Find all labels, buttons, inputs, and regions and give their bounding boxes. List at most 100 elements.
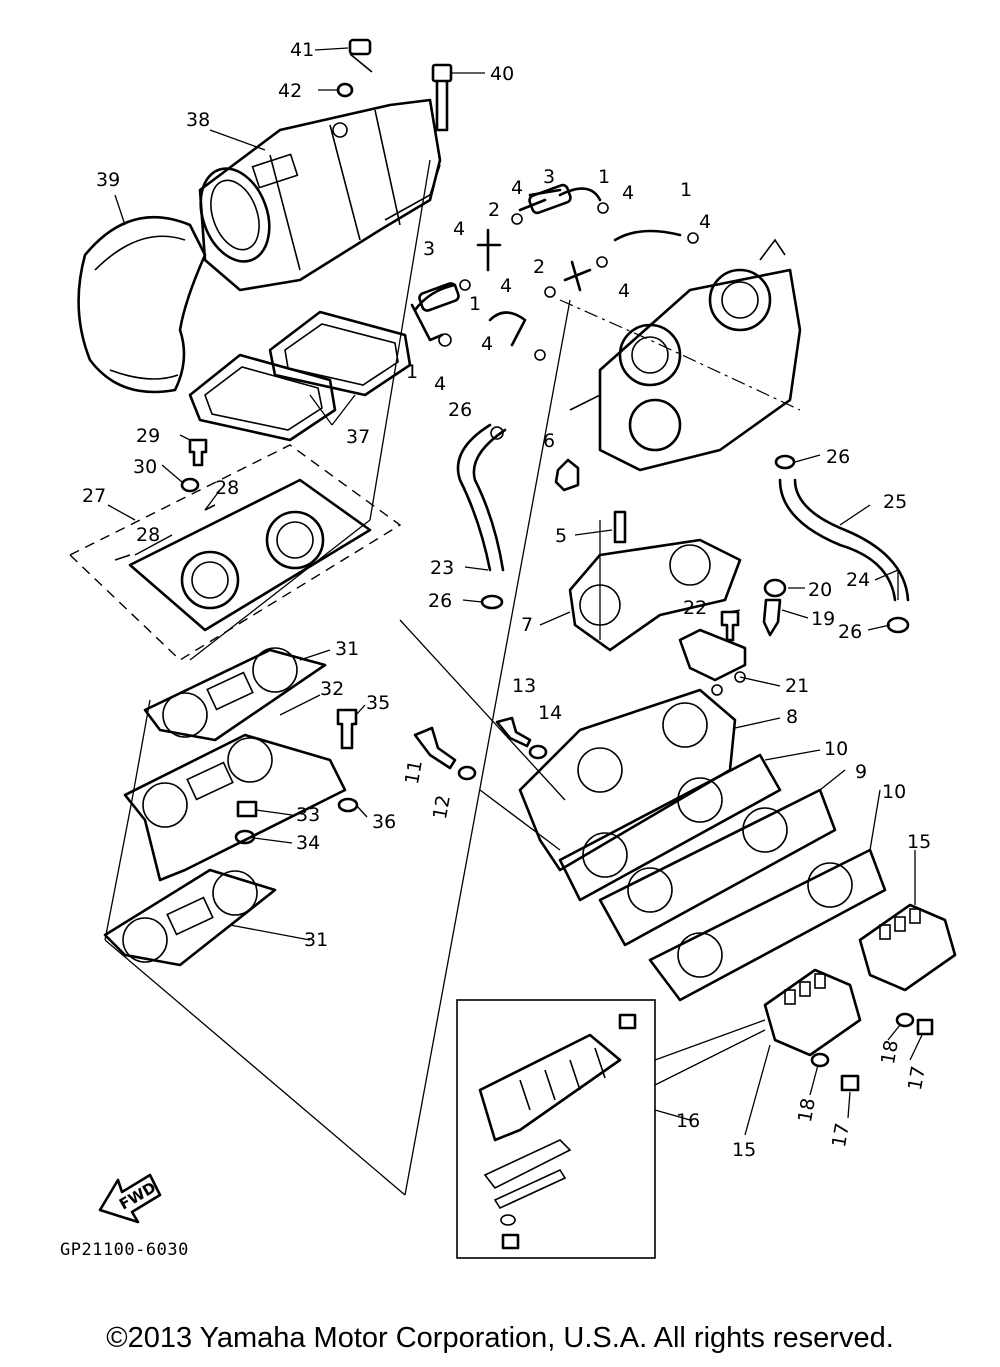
callout-4h: 4 [434,373,446,395]
callout-29: 29 [136,425,160,447]
callout-28b: 28 [136,524,160,546]
bolt-22 [720,610,740,642]
hose-23 [456,423,507,610]
washer-18-left [810,1052,830,1068]
diagram-code: GP21100-6030 [60,1240,189,1260]
upper-hoses [410,183,699,361]
copyright-notice: ©2013 Yamaha Motor Corporation, U.S.A. A… [106,1322,894,1354]
callout-5: 5 [555,525,567,547]
reed-valve-inset-16 [456,999,766,1259]
intake-manifold-8 [518,688,737,872]
callout-1c: 1 [469,293,481,315]
callout-9: 9 [855,761,867,783]
callout-7: 7 [521,614,533,636]
callout-21: 21 [785,675,809,697]
callout-18b: 18 [794,1096,820,1124]
washer-42 [336,82,354,98]
callout-40: 40 [490,63,514,85]
callout-6: 6 [543,430,555,452]
callout-2b: 2 [533,256,545,278]
cap-41 [348,38,373,73]
reed-valve-15-left [763,968,862,1057]
callout-34: 34 [296,832,320,854]
callout-3a: 3 [543,166,555,188]
callout-26c: 26 [428,590,452,612]
callout-14: 14 [538,702,562,724]
bracket-21 [678,628,747,696]
callout-27: 27 [82,485,106,507]
callout-leaders [107,47,923,1136]
callout-23: 23 [430,557,454,579]
washer-34 [234,829,256,845]
callout-11: 11 [401,758,427,786]
callout-42: 42 [278,80,302,102]
bolt-40 [431,63,453,132]
cap-20 [763,578,787,598]
callout-15b: 15 [732,1139,756,1161]
callout-17b: 17 [828,1121,854,1149]
callout-17a: 17 [904,1064,930,1092]
callout-10b: 10 [882,781,906,803]
bolt-35 [336,708,358,750]
callout-30: 30 [133,456,157,478]
stud-5 [613,510,627,544]
callout-20: 20 [808,579,832,601]
callout-4b: 4 [622,182,634,204]
callout-12: 12 [429,793,455,821]
gasket-31-lower [103,868,277,967]
callout-labels: 41 42 40 38 39 1 3 4 2 1 4 4 4 3 2 4 4 1… [82,39,931,1161]
hose-24 [774,454,910,634]
callout-38: 38 [186,109,210,131]
washer-30 [180,477,200,493]
gasket-31-upper [143,647,327,742]
callout-25: 25 [883,491,907,513]
callout-37: 37 [346,426,370,448]
callout-4c: 4 [699,211,711,233]
gasket-32 [123,733,347,882]
callout-8: 8 [786,706,798,728]
callout-4d: 4 [453,218,465,240]
screw-17-right [916,1018,934,1036]
muffler [198,98,442,292]
callout-18a: 18 [877,1038,903,1066]
carburetor-assembly [559,238,802,472]
fitting-19 [762,598,782,637]
callout-3b: 3 [423,238,435,260]
gasket-7 [568,538,742,652]
callout-31b: 31 [304,929,328,951]
callout-4e: 4 [500,275,512,297]
callout-4f: 4 [618,280,630,302]
washer-36 [337,797,359,813]
callout-2a: 2 [488,199,500,221]
callout-41: 41 [290,39,314,61]
callout-10a: 10 [824,738,848,760]
callout-24: 24 [846,569,870,591]
callout-1b: 1 [680,179,692,201]
callout-36: 36 [372,811,396,833]
fwd-arrow-icon: FWD [98,1173,162,1224]
washer-18-right [895,1012,915,1028]
bolt-13 [495,716,532,748]
bolt-29 [188,438,208,467]
callout-4g: 4 [481,333,493,355]
gasket-10-upper [558,753,782,902]
rubber-elbow [77,215,207,394]
callout-16: 16 [676,1110,700,1132]
callout-15a: 15 [907,831,931,853]
callout-33: 33 [296,804,320,826]
plate-9 [598,788,837,947]
callout-22: 22 [683,597,707,619]
bolt-11 [413,726,457,770]
washer-12 [457,765,477,781]
callout-39: 39 [96,169,120,191]
callout-28a: 28 [215,477,239,499]
callout-1a: 1 [598,166,610,188]
callout-19: 19 [811,608,835,630]
callout-4a: 4 [511,177,523,199]
callout-13: 13 [512,675,536,697]
callout-32: 32 [320,678,344,700]
callout-1d: 1 [406,361,418,383]
callout-26a: 26 [448,399,472,421]
gasket-10-lower [648,848,887,1002]
